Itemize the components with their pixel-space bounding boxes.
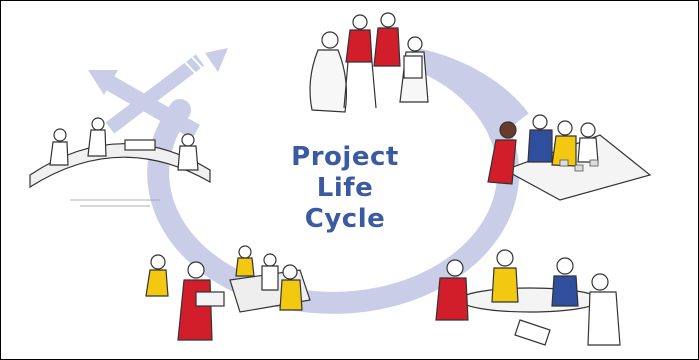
diagram-title: Project Life Cycle bbox=[250, 142, 440, 235]
building-puzzle-illustration bbox=[145, 245, 311, 341]
crossed-arrows-icon bbox=[88, 48, 228, 139]
title-line-1: Project bbox=[291, 142, 399, 172]
meeting-at-table-illustration bbox=[435, 249, 621, 346]
planning-at-table-illustration bbox=[487, 114, 652, 201]
title-line-3: Cycle bbox=[304, 204, 386, 234]
team-discussion-illustration bbox=[309, 12, 429, 113]
bridge-crossing-illustration bbox=[29, 117, 211, 207]
cycle-ring bbox=[147, 49, 529, 314]
title-line-2: Life bbox=[316, 173, 374, 203]
